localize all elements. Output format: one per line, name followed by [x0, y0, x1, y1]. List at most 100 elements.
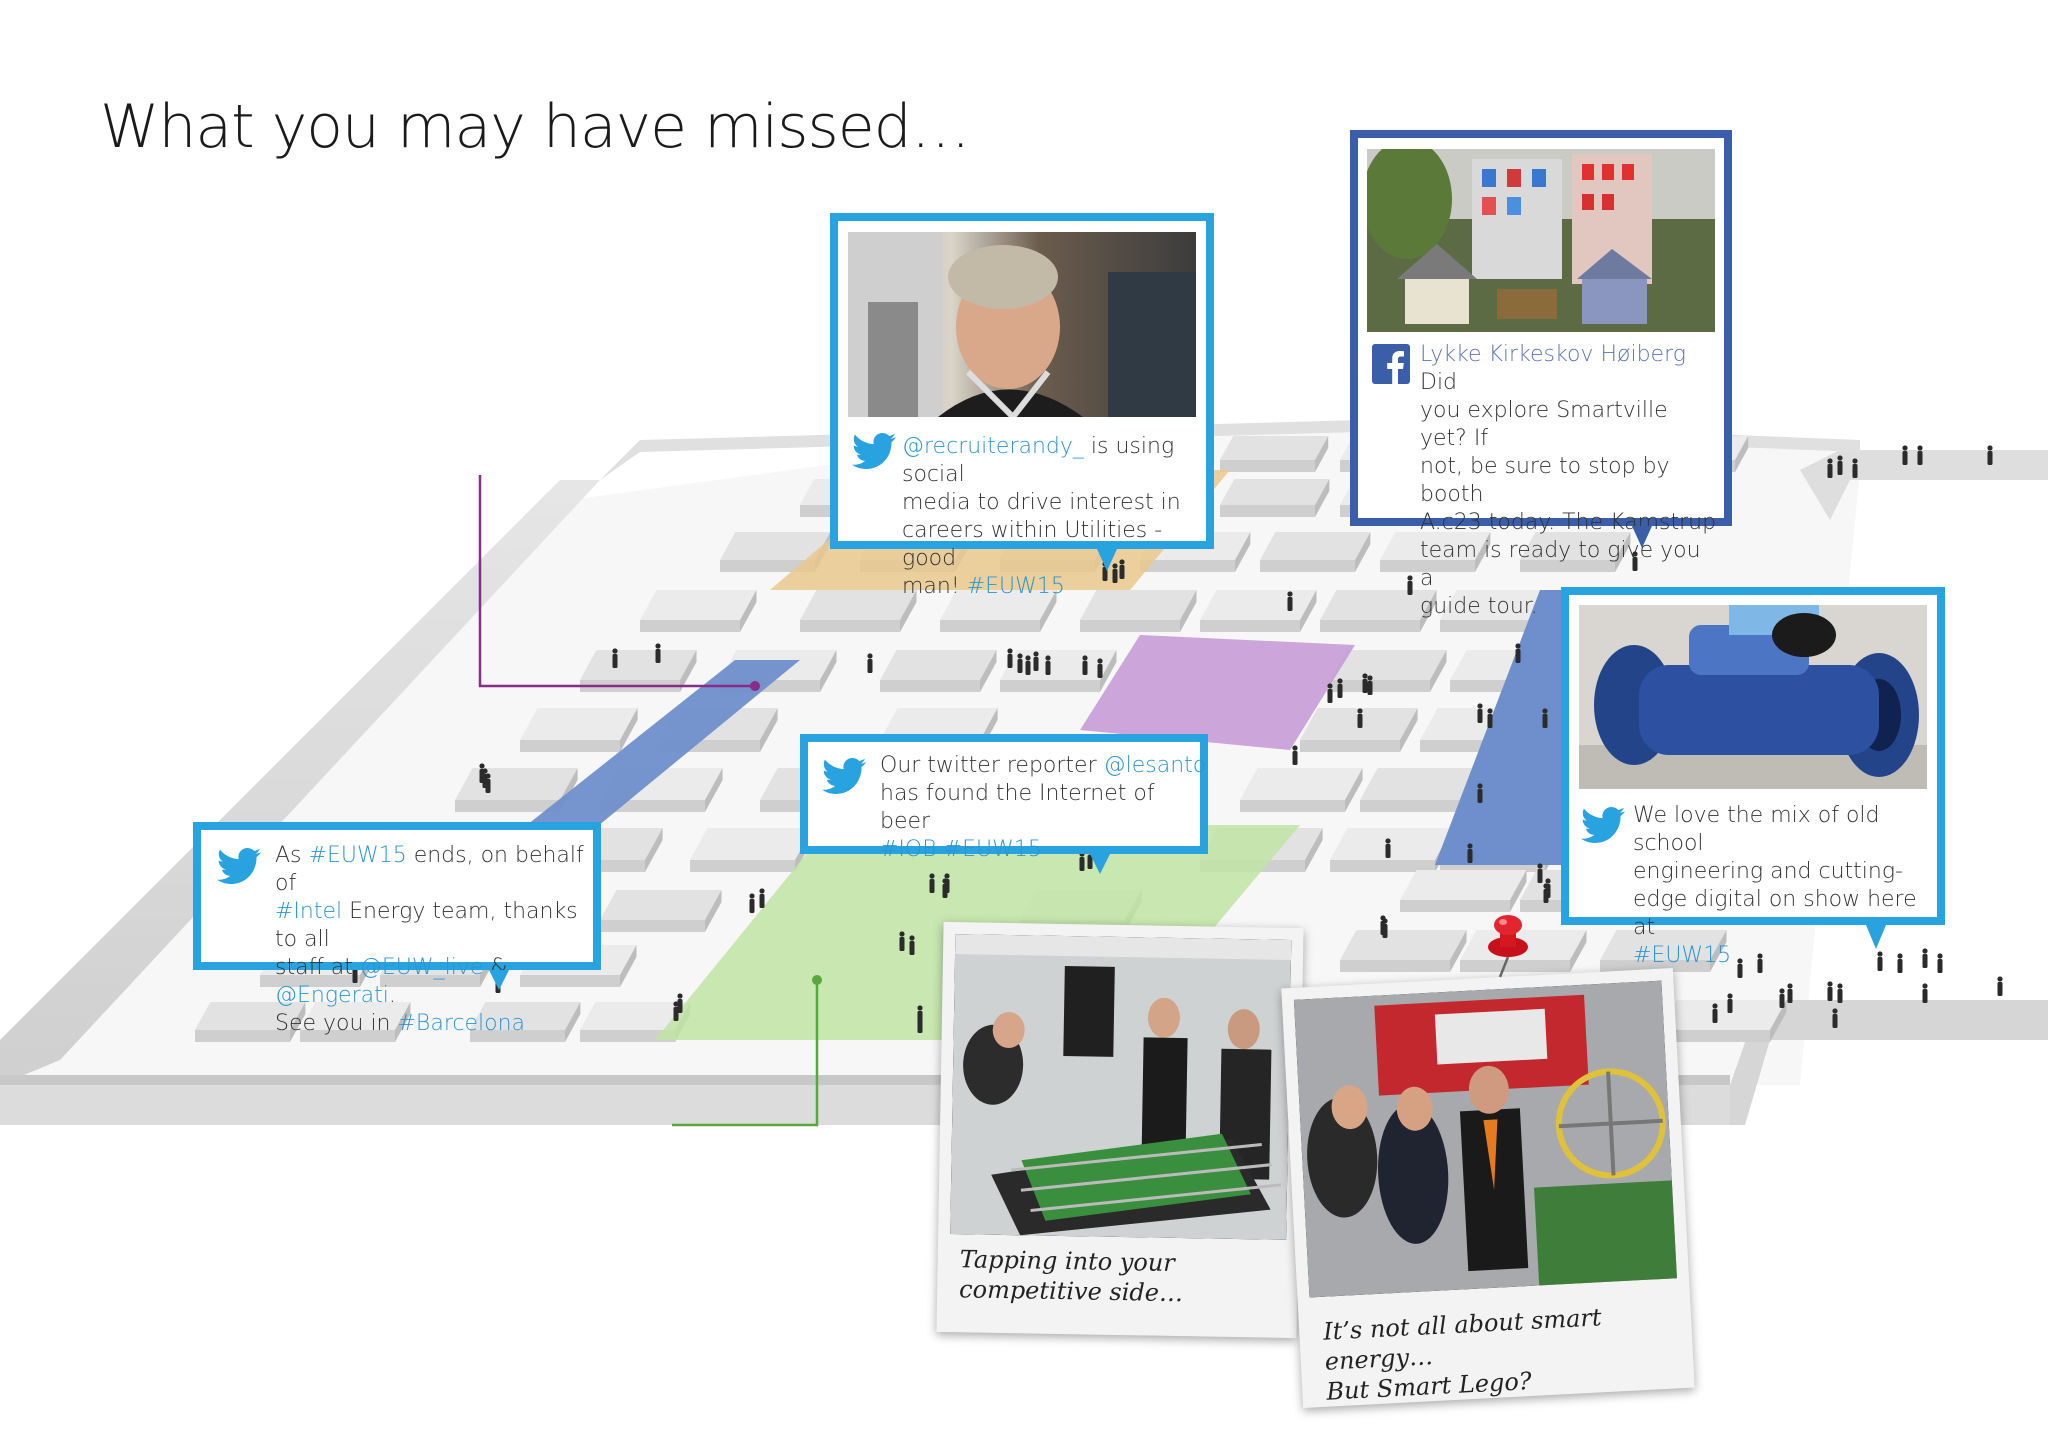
visitor-silhouette: [1477, 703, 1483, 723]
hashtag-link[interactable]: #EUW15: [966, 574, 1065, 599]
hashtag-link[interactable]: #EUW15: [1633, 943, 1732, 968]
hashtag-link[interactable]: #Barcelona: [397, 1011, 526, 1036]
exhibition-booth: [1660, 1000, 1787, 1042]
outer-wall-left: [0, 480, 600, 1085]
leader-dot-purple: [750, 681, 760, 691]
visitor-silhouette: [1477, 783, 1483, 803]
tweet-text-recruiterandy: @recruiterandy_ is using social media to…: [902, 434, 1181, 599]
visitor-silhouette: [1357, 708, 1363, 728]
tweet-text-water-meter: We love the mix of old school engineerin…: [1633, 803, 1917, 968]
visitor-silhouette: [1543, 883, 1549, 903]
tweet-text-intel: As #EUW15 ends, on behalf of #Intel Ener…: [275, 843, 584, 1036]
exhibition-booth: [1320, 590, 1437, 632]
foosball-photo: [950, 934, 1292, 1240]
polaroid-smart-lego: It’s not all about smart energy… But Sma…: [1281, 968, 1695, 1408]
visitor-silhouette: [1837, 455, 1843, 475]
callout-pointer: [489, 970, 509, 990]
hashtag-link[interactable]: #Intel: [275, 899, 343, 924]
visitor-silhouette: [1097, 658, 1103, 678]
visitor-silhouette: [1327, 683, 1333, 703]
visitor-silhouette: [749, 893, 755, 913]
facebook-photo-smartville-lego: [1367, 149, 1715, 332]
visitor-silhouette: [1827, 458, 1833, 478]
visitor-silhouette: [1385, 838, 1391, 858]
visitor-silhouette: [1017, 653, 1023, 673]
exhibition-booth: [800, 590, 917, 632]
zone-blue-right-band: [1435, 590, 1575, 865]
handle-link[interactable]: @EUW_live: [359, 955, 484, 980]
visitor-silhouette: [917, 1013, 923, 1033]
handle-link[interactable]: @Engerati: [275, 983, 389, 1008]
exhibition-booth: [470, 1002, 581, 1042]
visitor-silhouette: [759, 888, 765, 908]
visitor-silhouette: [1467, 843, 1473, 863]
exhibition-booth: [1600, 930, 1727, 972]
hashtag-link[interactable]: #EUW15: [308, 843, 407, 868]
exhibition-booth: [880, 650, 997, 692]
tweet-card-water-meter: We love the mix of old school engineerin…: [1561, 587, 1945, 968]
handle-link[interactable]: @recruiterandy_: [902, 434, 1084, 459]
visitor-silhouette: [1362, 673, 1368, 693]
visitor-silhouette: [1025, 655, 1031, 675]
red-pushpin-icon: [1488, 915, 1528, 978]
visitor-silhouette: [1997, 976, 2003, 996]
exhibition-booth: [600, 890, 722, 932]
visitor-silhouette: [1542, 708, 1548, 728]
visitor-silhouette: [1727, 993, 1733, 1013]
visitor-silhouette: [1380, 915, 1386, 935]
outer-wall-right-lower: [1730, 1000, 2048, 1125]
exhibition-booth: [580, 650, 697, 692]
facebook-logo-icon: [1372, 344, 1410, 384]
visitor-silhouette: [1787, 983, 1793, 1003]
visitor-silhouette: [929, 873, 935, 893]
visitor-silhouette: [1852, 458, 1858, 478]
visitor-silhouette: [1632, 551, 1638, 571]
exhibition-booth: [1220, 479, 1330, 517]
exhibition-booth: [1330, 650, 1447, 692]
visitor-silhouette: [1337, 678, 1343, 698]
tweet-card-intel: As #EUW15 ends, on behalf of #Intel Ener…: [193, 822, 601, 1036]
callout-pointer: [1097, 549, 1117, 571]
exhibition-booth: [520, 708, 638, 752]
tweet-card-lesanto: Our twitter reporter @lesanto has found …: [800, 734, 1208, 862]
leader-line-purple: [478, 475, 755, 688]
visitor-silhouette: [1082, 655, 1088, 675]
tweet-photo-man-smiling: [848, 232, 1196, 417]
exhibition-booth: [1260, 532, 1371, 572]
visitor-silhouette: [1837, 983, 1843, 1003]
visitor-silhouette: [1922, 983, 1928, 1003]
exhibition-booth: [1240, 768, 1363, 812]
visitor-silhouette: [1902, 445, 1908, 465]
visitor-silhouette: [1937, 953, 1943, 973]
visitor-silhouette: [677, 993, 683, 1013]
exhibition-booth: [640, 590, 757, 632]
visitor-silhouette: [1119, 559, 1125, 579]
visitor-silhouette: [1292, 745, 1298, 765]
visitor-silhouette: [1033, 651, 1039, 671]
exhibition-booth: [1340, 930, 1467, 972]
handle-link[interactable]: @lesanto: [1103, 753, 1207, 778]
hashtag-link[interactable]: #IOB: [880, 837, 937, 862]
visitor-silhouette: [1757, 953, 1763, 973]
visitor-silhouette: [1827, 981, 1833, 1001]
visitor-silhouette: [1917, 445, 1923, 465]
twitter-bird-icon: [852, 433, 896, 469]
visitor-silhouette: [1487, 708, 1493, 728]
exhibition-booth: [1220, 436, 1329, 472]
facebook-post-text: Lykke Kirkeskov Høiberg Did you explore …: [1420, 342, 1717, 619]
twitter-bird-icon: [822, 758, 866, 794]
visitor-silhouette: [1987, 445, 1993, 465]
visitor-silhouette: [673, 1001, 679, 1021]
exhibition-booth: [195, 1002, 306, 1042]
visitor-silhouette: [1897, 953, 1903, 973]
exhibition-booth: [1200, 590, 1317, 632]
visitor-silhouette: [1737, 958, 1743, 978]
author-link[interactable]: Lykke Kirkeskov Høiberg: [1420, 342, 1686, 367]
visitor-silhouette: [1287, 591, 1293, 611]
hashtag-link[interactable]: #EUW15: [943, 837, 1042, 862]
visitor-silhouette: [485, 773, 491, 793]
visitor-silhouette: [1407, 575, 1413, 595]
leader-line-green: [672, 980, 819, 1127]
leader-dot-green: [812, 975, 822, 985]
